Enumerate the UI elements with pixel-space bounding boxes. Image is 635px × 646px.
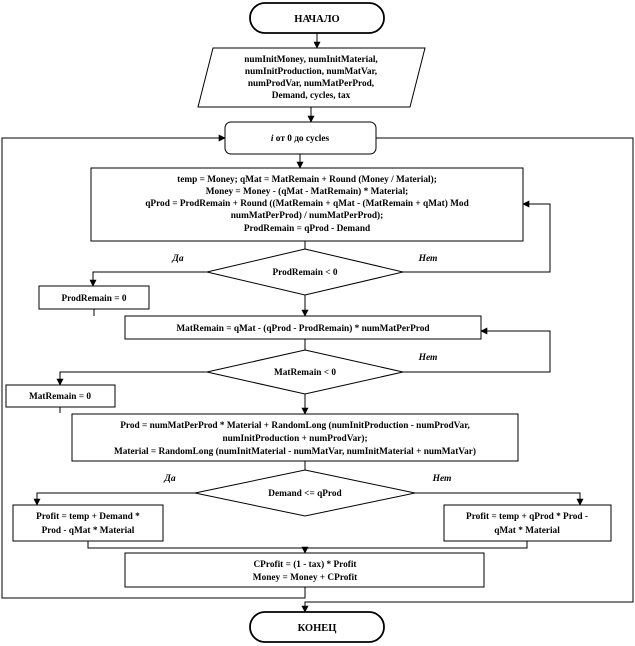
end-label: КОНЕЦ <box>298 623 337 634</box>
profit-left-line-2: Prod - qMat * Material <box>42 526 135 536</box>
loop-var: i <box>271 134 274 144</box>
block4-line-2: Money = Money + CProfit <box>253 573 358 583</box>
decision-2: MatRemain < 0 <box>206 349 404 395</box>
arrow-dec1-yes <box>89 271 207 287</box>
dec2-no-label: Нет <box>418 353 438 363</box>
arrow-dec2-yes <box>56 371 207 386</box>
block3-line-1: Prod = numMatPerProd * Material + Random… <box>120 420 470 431</box>
dec2-label: MatRemain < 0 <box>274 368 336 378</box>
line-profit-join <box>87 541 528 549</box>
input-line-1: numInitMoney, numInitMaterial, <box>244 55 378 65</box>
profit-left-block: Profit = temp + Demand * Prod - qMat * M… <box>12 504 164 542</box>
process-block-3: Prod = numMatPerProd * Material + Random… <box>71 413 519 462</box>
end-terminator: КОНЕЦ <box>249 611 385 643</box>
arrow-loop-exit <box>301 137 634 613</box>
dec3-label: Demand <= qProd <box>268 489 342 499</box>
block1-line-5: ProdRemain = qProd - Demand <box>244 224 371 234</box>
input-line-4: Demand, cycles, tax <box>272 91 351 101</box>
process-block-1: temp = Money; qMat = MatRemain + Round (… <box>90 167 524 242</box>
start-terminator: НАЧАЛО <box>249 2 385 34</box>
dec1-no-label: Нет <box>418 254 438 264</box>
set-prod-label: ProdRemain = 0 <box>61 294 126 304</box>
dec3-yes-label: Да <box>163 474 175 484</box>
arrow-dec3-yes <box>33 492 195 506</box>
dec3-no-label: Нет <box>432 474 452 484</box>
loop-range: от 0 до cycles <box>273 134 329 144</box>
block4-line-1: CProfit = (1 - tax) * Profit <box>253 559 357 570</box>
set-mat-label: MatRemain = 0 <box>29 392 91 402</box>
input-block: numInitMoney, numInitMaterial, numInitPr… <box>197 47 426 108</box>
loop-header: i от 0 до cycles <box>224 121 377 155</box>
process-block-4: CProfit = (1 - tax) * Profit Money = Mon… <box>124 552 485 588</box>
profit-right-block: Profit = temp + qProd * Prod - qMat * Ma… <box>443 504 612 542</box>
decision-3: Demand <= qProd <box>194 469 416 517</box>
profit-right-line-1: Profit = temp + qProd * Prod - <box>466 512 588 522</box>
dec1-label: ProdRemain < 0 <box>272 268 337 278</box>
profit-left-line-1: Profit = temp + Demand * <box>36 512 140 522</box>
block1-line-4: numMatPerProd) / numMatPerProd); <box>231 210 384 221</box>
decision-1: ProdRemain < 0 <box>206 248 404 296</box>
input-line-2: numInitProduction, numMatVar, <box>245 67 377 77</box>
arrow-dec2-no <box>403 327 551 373</box>
process-block-2: MatRemain = qMat - (qProd - ProdRemain) … <box>124 315 482 340</box>
set-mat-block: MatRemain = 0 <box>5 384 116 408</box>
block3-line-3: Material = RandomLong (numInitMaterial -… <box>114 446 476 457</box>
set-prod-block: ProdRemain = 0 <box>38 285 150 310</box>
block3-line-2: numInitProduction + numProdVar); <box>222 433 367 444</box>
start-label: НАЧАЛО <box>294 14 339 25</box>
block1-line-1: temp = Money; qMat = MatRemain + Round (… <box>177 174 437 185</box>
input-line-3: numProdVar, numMatPerProd, <box>248 79 374 89</box>
arrow-dec3-no <box>415 492 584 506</box>
arrow-loop-back <box>1 134 306 599</box>
block1-line-2: Money = Money - (qMat - MatRemain) * Mat… <box>206 186 409 197</box>
arrow-dec1-no <box>403 200 551 273</box>
loop-label: i от 0 до cycles <box>271 134 330 144</box>
profit-right-line-2: qMat * Material <box>494 526 560 536</box>
dec1-yes-label: Да <box>171 254 183 264</box>
block1-line-3: qProd = ProdRemain + Round ((MatRemain +… <box>145 198 469 209</box>
block2-label: MatRemain = qMat - (qProd - ProdRemain) … <box>176 323 430 334</box>
